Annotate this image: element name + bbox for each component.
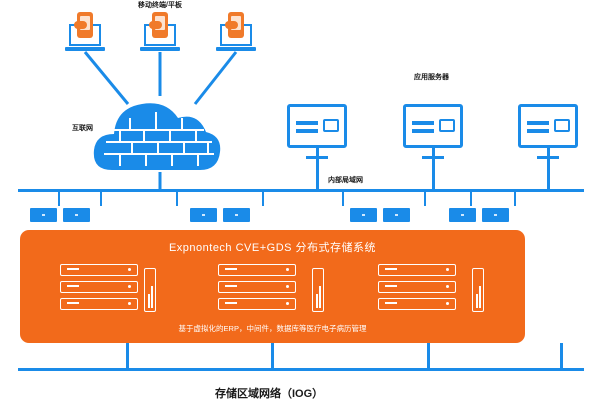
- storage-system-panel: Expnontech CVE+GDS 分布式存储系统 基于虚拟化的ERP，中间件…: [20, 230, 525, 343]
- server-tower-icon: [472, 268, 484, 312]
- disk-drive-icon: [218, 298, 296, 310]
- cloud-network-svg: [83, 51, 238, 190]
- disk-drive-icon: [60, 298, 138, 310]
- storage-caption: 基于虚拟化的ERP，中间件，数据库等医疗电子病历管理: [178, 324, 367, 333]
- network-port-icon: [190, 208, 217, 222]
- network-port-icon: [383, 208, 410, 222]
- network-port-icon: [449, 208, 476, 222]
- server-monitor-icon: [518, 104, 578, 148]
- network-port-icon: [350, 208, 377, 222]
- disk-drive-icon: [378, 281, 456, 293]
- storage-title: Expnontech CVE+GDS 分布式存储系统: [168, 242, 377, 254]
- disk-drive-icon: [378, 264, 456, 276]
- client-laptop-icon: [140, 12, 180, 54]
- lan-label: 内部局域网: [328, 177, 363, 184]
- san-bus-line: [18, 368, 584, 371]
- disk-drive-icon: [218, 264, 296, 276]
- disk-drive-icon: [218, 281, 296, 293]
- network-port-icon: [63, 208, 90, 222]
- disk-drive-icon: [60, 264, 138, 276]
- disk-drive-icon: [378, 298, 456, 310]
- client-laptop-icon: [65, 12, 105, 54]
- san-label: 存储区域网络（IOG）: [215, 388, 324, 400]
- network-port-icon: [223, 208, 250, 222]
- disk-drive-icon: [60, 281, 138, 293]
- client-laptop-icon: [216, 12, 256, 54]
- server-tower-icon: [144, 268, 156, 312]
- firewall-label: 互联网: [72, 125, 93, 132]
- server-monitor-icon: [287, 104, 347, 148]
- server-tower-icon: [312, 268, 324, 312]
- client-link-lines: [83, 51, 238, 190]
- network-port-icon: [482, 208, 509, 222]
- clients-label: 移动终端/平板: [138, 2, 182, 9]
- network-port-icon: [30, 208, 57, 222]
- cloud-firewall-icon: [93, 103, 221, 170]
- lan-bus-line: [18, 189, 584, 192]
- server-monitor-icon: [403, 104, 463, 148]
- servers-label: 应用服务器: [414, 74, 449, 81]
